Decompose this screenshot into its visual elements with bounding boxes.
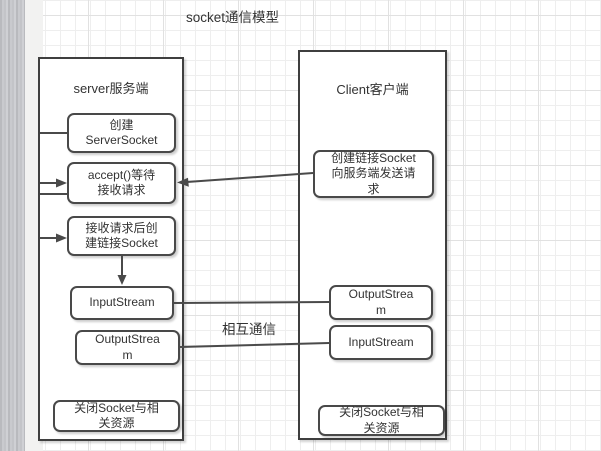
client-container-label: Client客户端 — [336, 82, 409, 97]
client-close-label: 关闭Socket与相 关资源 — [339, 405, 424, 435]
server-close-label: 关闭Socket与相 关资源 — [74, 400, 159, 431]
client-container[interactable]: Client客户端 — [298, 50, 447, 440]
client-inputstream-label: InputStream — [348, 334, 414, 349]
client-outputstream-label: OutputStrea m — [348, 287, 414, 317]
server-outputstream-node[interactable]: OutputStrea m — [75, 330, 180, 365]
client-request-label: 创建链接Socket 向服务端发送请 求 — [331, 150, 416, 196]
desktop-edge-strip — [0, 0, 25, 451]
server-container-label: server服务端 — [73, 81, 149, 96]
client-inputstream-node[interactable]: InputStream — [329, 325, 433, 360]
diagram-title[interactable]: socket通信模型 — [186, 10, 280, 25]
server-outputstream-label: OutputStrea m — [95, 332, 160, 362]
server-create-link-node[interactable]: 接收请求后创 建链接Socket — [67, 216, 176, 256]
server-create-link-label: 接收请求后创 建链接Socket — [85, 220, 158, 251]
server-create-serversocket-label: 创建 ServerSocket — [85, 117, 158, 148]
mutual-communication-label[interactable]: 相互通信 — [222, 322, 276, 337]
server-close-node[interactable]: 关闭Socket与相 关资源 — [53, 400, 180, 432]
client-close-node[interactable]: 关闭Socket与相 关资源 — [318, 405, 445, 436]
server-create-serversocket-node[interactable]: 创建 ServerSocket — [67, 113, 176, 153]
client-outputstream-node[interactable]: OutputStrea m — [329, 285, 433, 320]
server-accept-label: accept()等待 接收请求 — [87, 167, 156, 198]
client-request-node[interactable]: 创建链接Socket 向服务端发送请 求 — [313, 150, 434, 198]
server-inputstream-label: InputStream — [89, 295, 155, 310]
server-accept-node[interactable]: accept()等待 接收请求 — [67, 162, 176, 204]
server-inputstream-node[interactable]: InputStream — [70, 286, 174, 320]
